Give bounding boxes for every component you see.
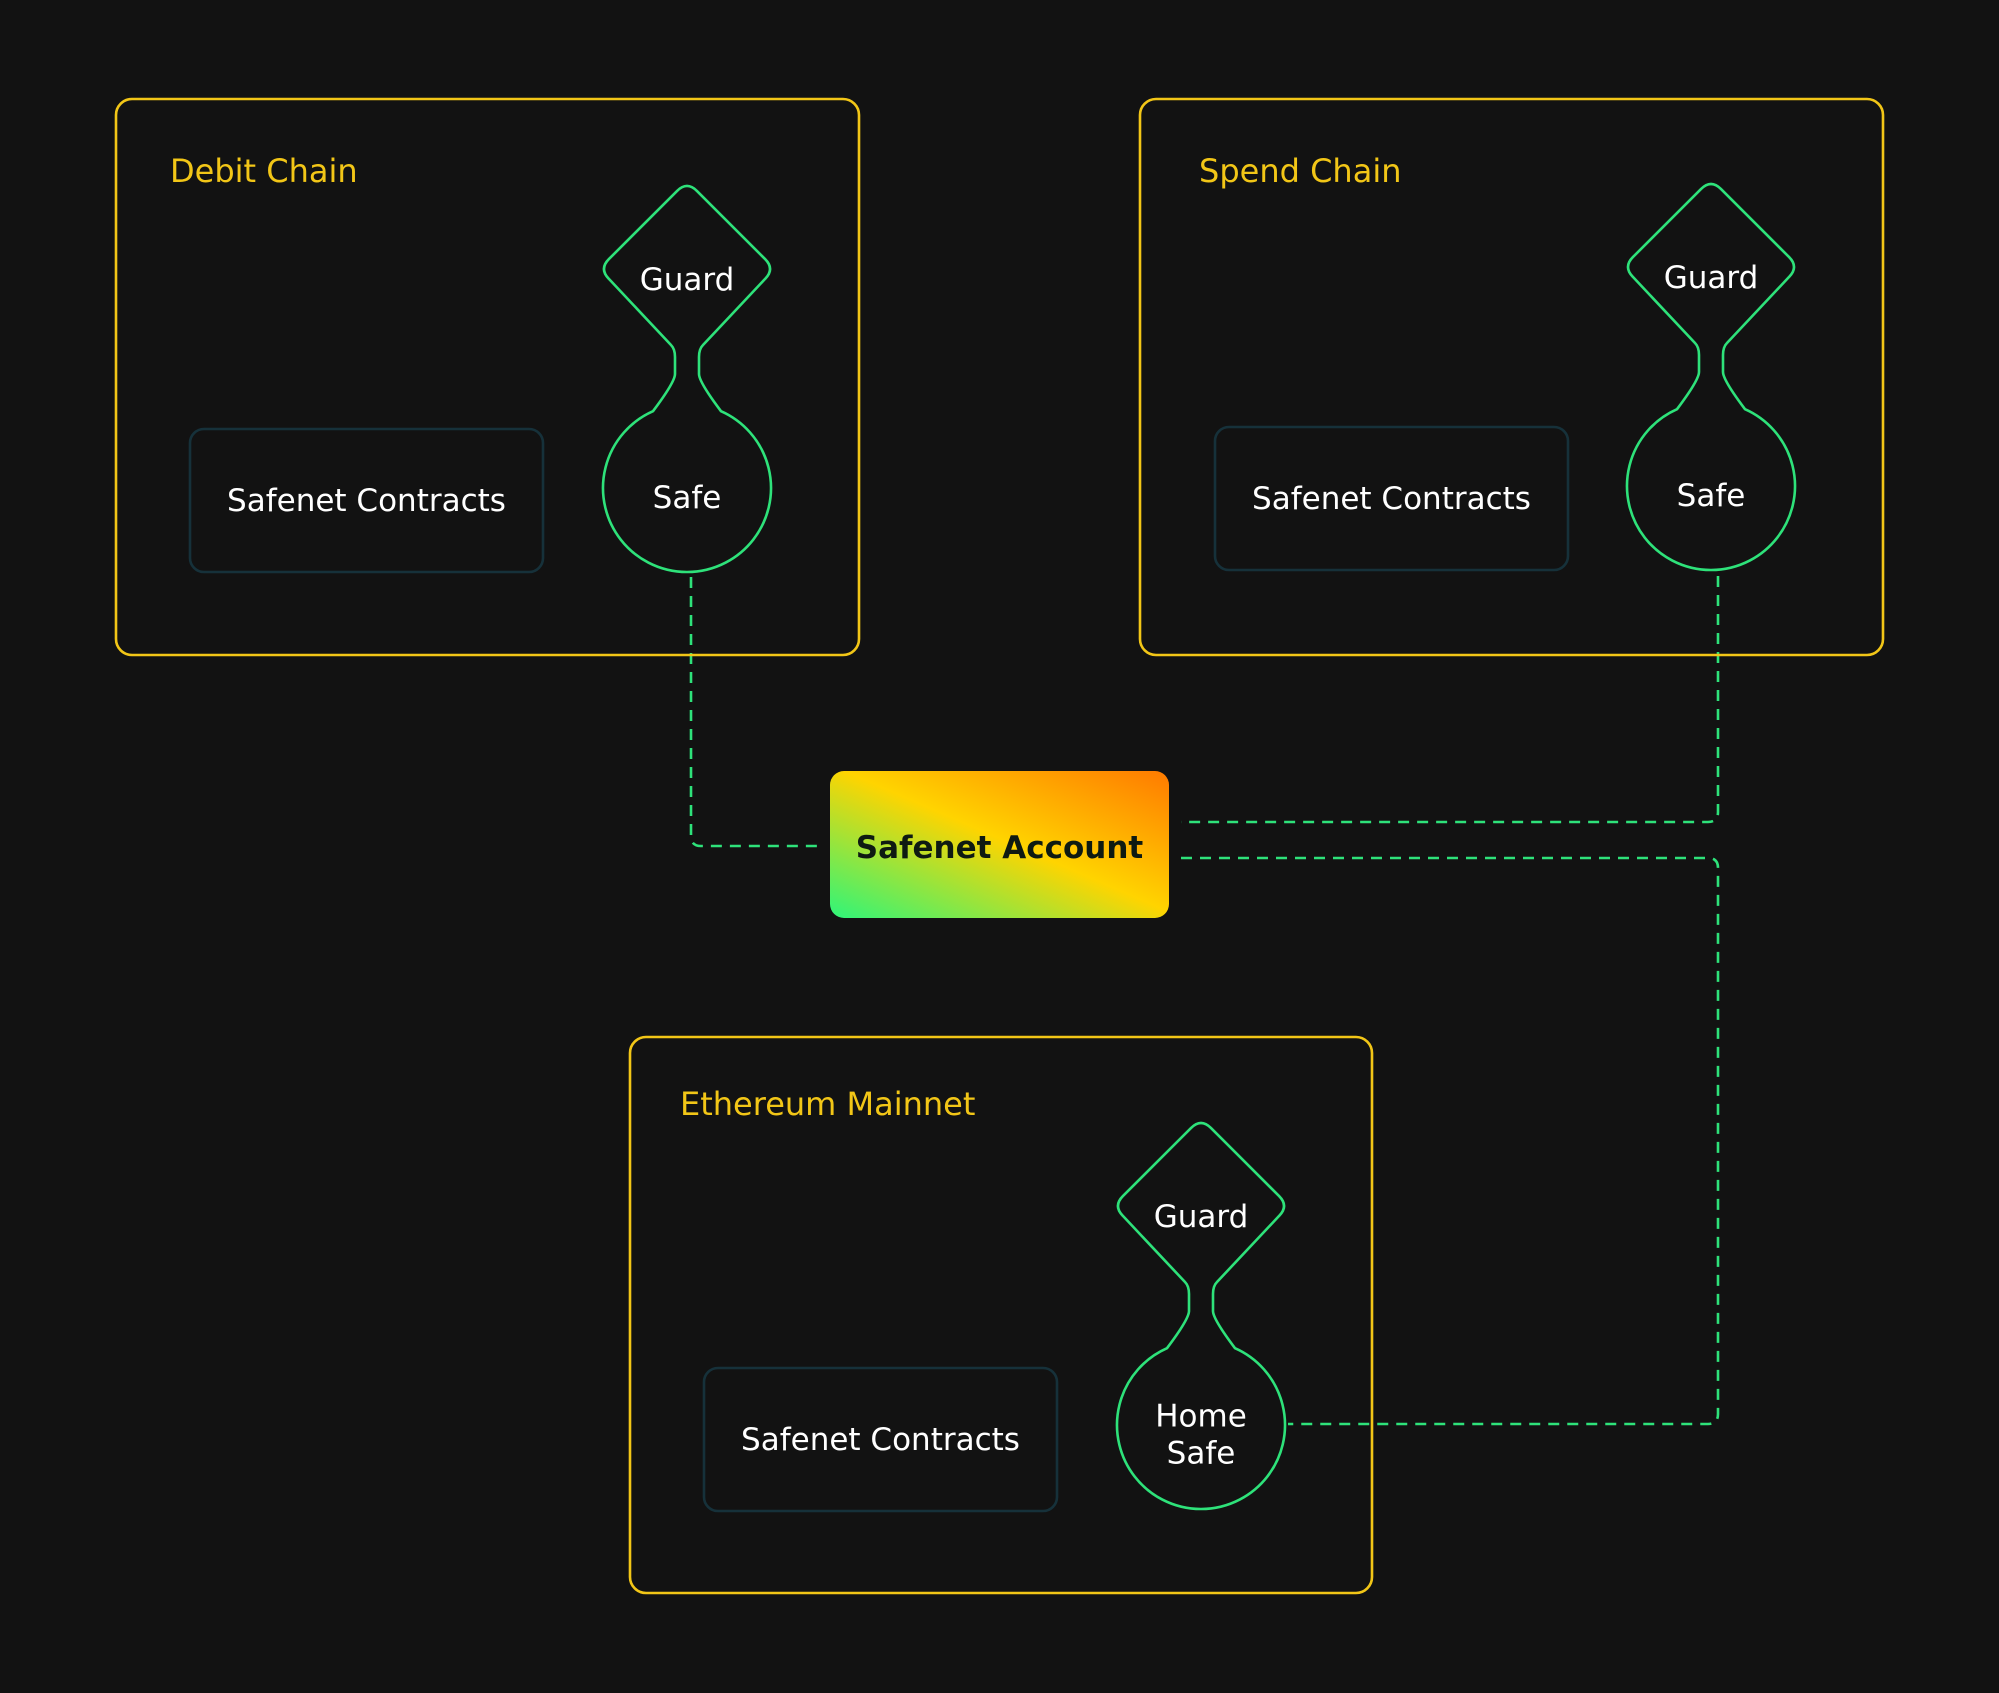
chain-spend-guard-label: Guard xyxy=(1664,260,1759,296)
chain-debit-contracts-box[interactable] xyxy=(188,427,545,574)
chain-debit: Debit Chain Safenet Contracts Guard Safe xyxy=(114,97,861,657)
chain-debit-title: Debit Chain xyxy=(170,152,358,190)
safe-label-line: Safe xyxy=(653,480,722,516)
connector-home-safe-to-account xyxy=(1181,856,1720,1426)
chain-debit-box xyxy=(114,97,861,657)
chain-spend-contracts-label: Safenet Contracts xyxy=(1252,481,1531,517)
chain-spend-box xyxy=(1138,97,1885,657)
safe-label-line: Home xyxy=(1155,1399,1247,1435)
safe-label-line: Safe xyxy=(1167,1436,1236,1472)
chain-spend-safe-label: Safe xyxy=(1677,478,1746,514)
chain-ethereum-mainnet: Ethereum Mainnet Safenet Contracts Guard… xyxy=(628,1035,1374,1595)
chain-spend-guard-safe-shape[interactable] xyxy=(1625,182,1797,572)
chain-ethereum-mainnet-contracts-box[interactable] xyxy=(702,1366,1059,1513)
chain-debit-contracts-label: Safenet Contracts xyxy=(227,483,506,519)
connector-debit-safe-to-account xyxy=(689,577,818,848)
chain-ethereum-mainnet-guard-safe-shape[interactable] xyxy=(1115,1121,1287,1511)
chain-ethereum-mainnet-box xyxy=(628,1035,1374,1595)
connector-spend-safe-to-account xyxy=(1181,576,1720,824)
chain-ethereum-mainnet-contracts-label: Safenet Contracts xyxy=(741,1422,1020,1458)
chain-debit-safe-label: Safe xyxy=(653,480,722,516)
safe-label-line: Safe xyxy=(1677,478,1746,514)
safenet-account-label: Safenet Account xyxy=(856,830,1144,866)
connectors xyxy=(689,576,1720,1426)
chain-spend-title: Spend Chain xyxy=(1199,152,1401,190)
safenet-account-box[interactable] xyxy=(830,771,1169,918)
chain-debit-guard-label: Guard xyxy=(640,262,735,298)
chain-ethereum-mainnet-guard-label: Guard xyxy=(1154,1199,1249,1235)
chain-ethereum-mainnet-title: Ethereum Mainnet xyxy=(680,1085,975,1123)
safenet-account[interactable]: Safenet Account xyxy=(830,771,1169,918)
chain-debit-guard-safe-shape[interactable] xyxy=(601,184,773,574)
chain-spend: Spend Chain Safenet Contracts Guard Safe xyxy=(1138,97,1885,657)
chain-spend-contracts-box[interactable] xyxy=(1213,425,1570,572)
